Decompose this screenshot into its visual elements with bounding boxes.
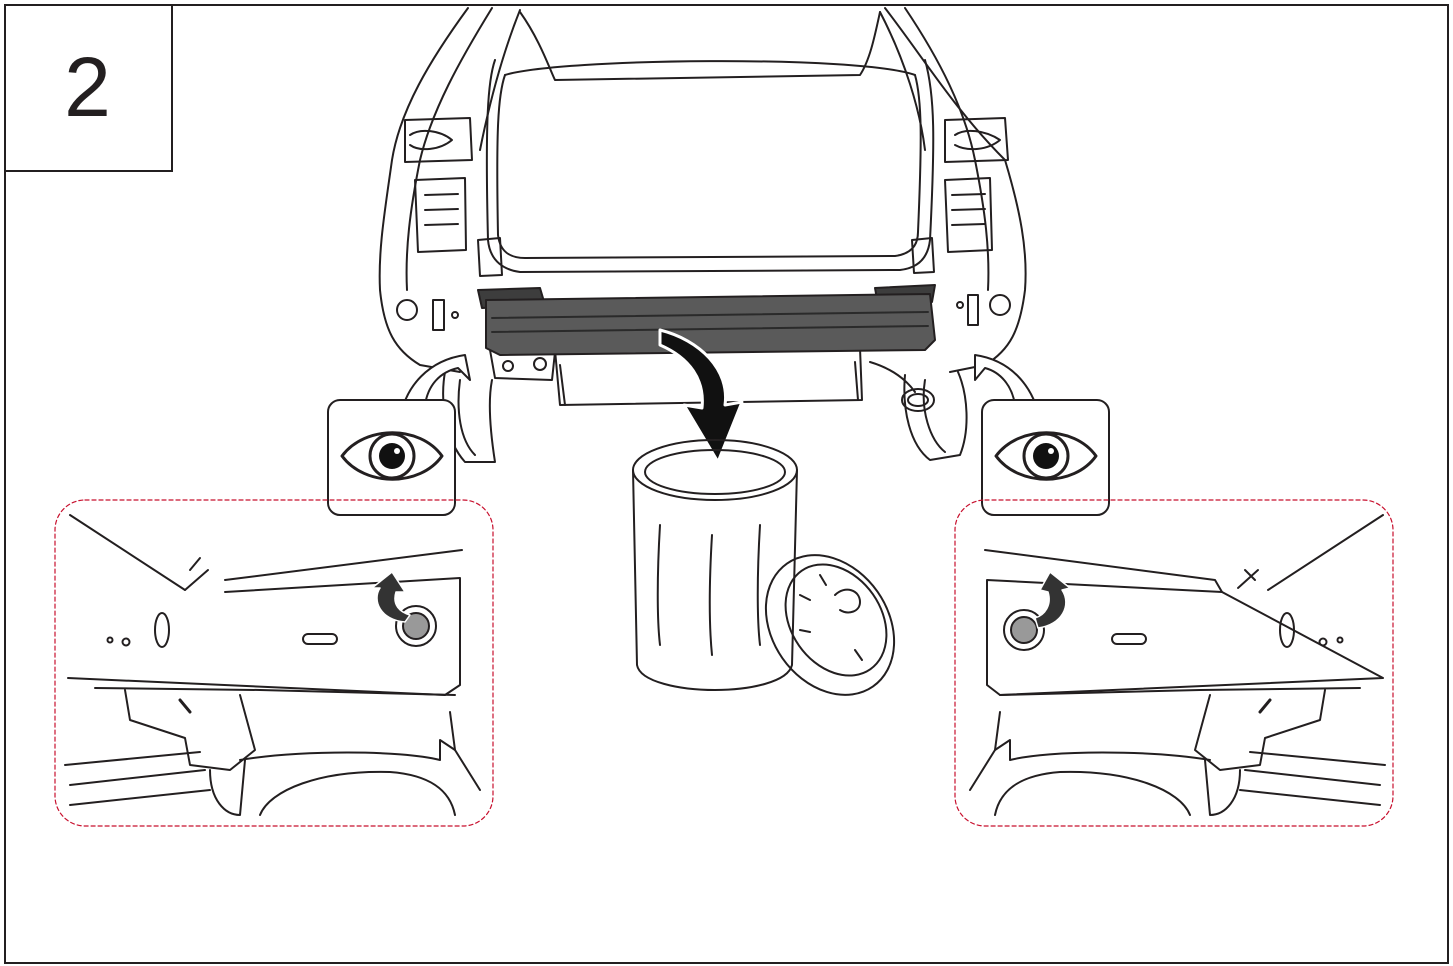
right-callout: [974, 354, 1110, 516]
left-callout: [327, 354, 471, 516]
left-detail-view: [54, 499, 494, 827]
eye-icon: [340, 431, 444, 481]
right-detail-view: [954, 499, 1394, 827]
eye-icon: [994, 431, 1098, 481]
vehicle-rear: [378, 7, 1027, 463]
trash-can: [632, 439, 896, 696]
step-frame: [4, 4, 1449, 964]
discard-arrow: [658, 328, 744, 464]
step-number: 2: [64, 40, 111, 134]
step-number-box: 2: [4, 4, 173, 172]
rear-bumper: [477, 284, 936, 356]
